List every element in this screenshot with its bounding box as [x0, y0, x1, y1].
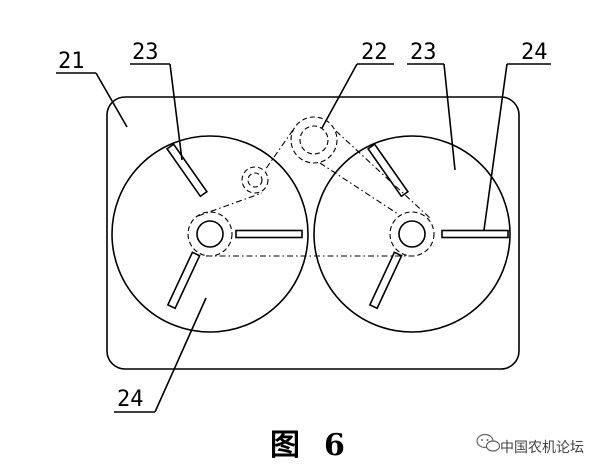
- right-disc: [313, 135, 511, 333]
- label-fin-right: 23: [410, 40, 437, 65]
- right-hub: [389, 211, 435, 257]
- idler-gear: [241, 166, 269, 194]
- figure-caption-prefix: 图: [270, 428, 300, 463]
- housing-plate: [106, 96, 520, 370]
- wechat-icon: [476, 433, 501, 452]
- label-fin-left: 23: [132, 40, 159, 65]
- drive-gear: [290, 116, 338, 164]
- label-blade-right: 24: [521, 40, 548, 65]
- label-blade-left: 24: [117, 387, 144, 412]
- belt-path: [197, 129, 431, 257]
- watermark-text: 中国农机论坛: [500, 440, 584, 456]
- right-disc-slots: [366, 143, 509, 310]
- left-disc: [111, 135, 309, 333]
- label-small-gear: 22: [361, 40, 388, 65]
- left-hub: [187, 211, 233, 257]
- leader-lines: [56, 63, 551, 413]
- label-housing: 21: [58, 49, 85, 74]
- left-disc-slots: [165, 143, 303, 310]
- figure-caption-number: 6: [324, 428, 345, 463]
